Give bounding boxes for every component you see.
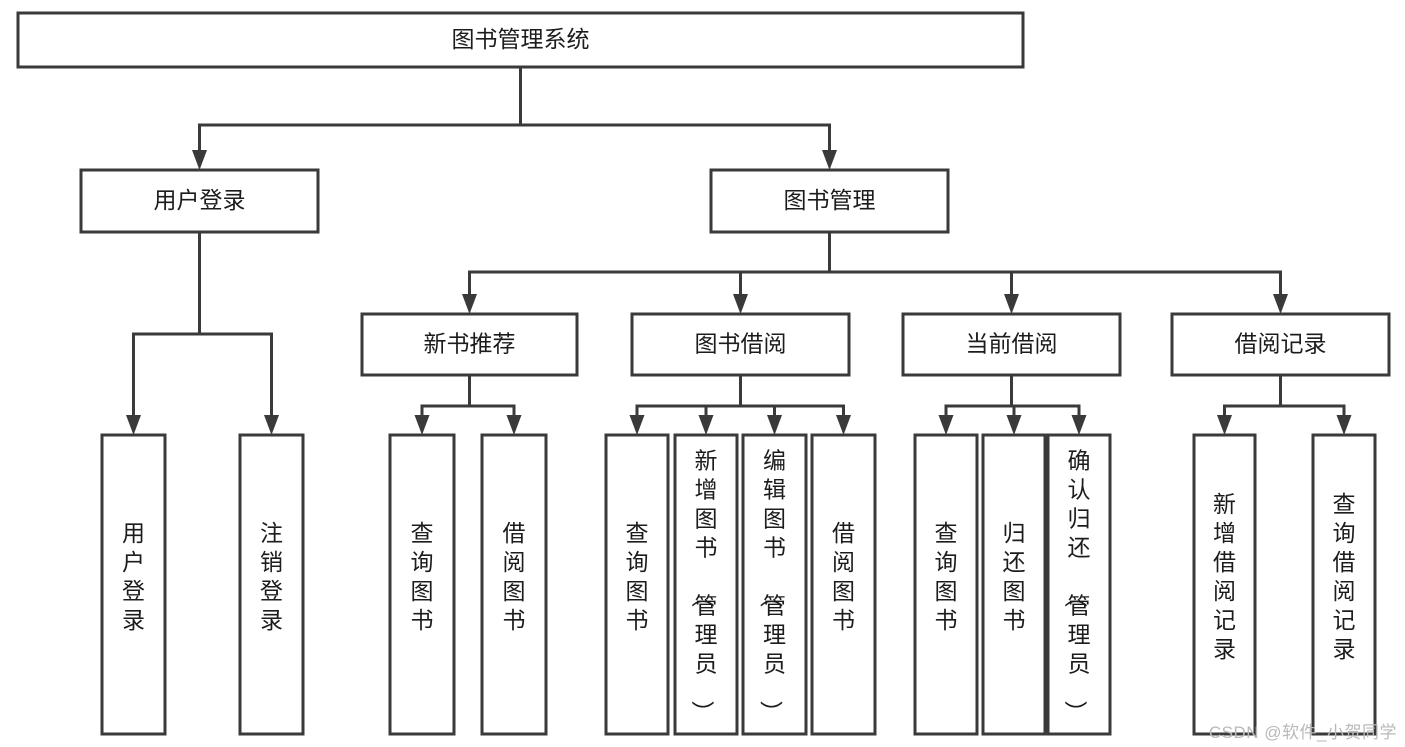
node-label-l3-2: 查询图书 (411, 520, 434, 633)
connector-l2-1-to-l3-7 (739, 375, 851, 435)
node-l3-6[interactable]: 编辑图书（管理员） (741, 433, 808, 736)
node-label-l3-10: 确认归还（管理员） (1063, 448, 1091, 724)
node-label-l1-1: 图书管理 (784, 187, 876, 213)
connector-root-to-l1-0 (192, 67, 522, 170)
node-l3-9[interactable]: 归还图书 (981, 433, 1047, 736)
node-box-l2-2[interactable] (901, 312, 1122, 377)
connector-l2-1-to-l3-5 (698, 375, 742, 435)
node-label-l3-1: 注销登录 (260, 520, 283, 633)
node-label-l3-0: 用户登录 (122, 520, 145, 633)
node-box-l3-0[interactable] (100, 433, 167, 736)
node-l3-5[interactable]: 新增图书（管理员） (673, 433, 739, 736)
node-l2-0[interactable]: 新书推荐 (360, 312, 579, 377)
node-box-l2-0[interactable] (360, 312, 579, 377)
node-box-l3-12[interactable] (1311, 433, 1377, 736)
connector-l2-0-to-l3-2 (414, 375, 471, 435)
arrow-head-icon (1006, 415, 1022, 435)
arrow-head-icon (698, 415, 714, 435)
connector-l1-1-to-l2-1 (733, 232, 831, 314)
node-l3-1[interactable]: 注销登录 (238, 433, 305, 736)
node-box-l3-9[interactable] (981, 433, 1047, 736)
connector-layer (126, 67, 1352, 435)
arrow-head-icon (629, 415, 645, 435)
arrow-head-icon (767, 415, 782, 435)
node-l1-1[interactable]: 图书管理 (709, 168, 950, 234)
node-l3-3[interactable]: 借阅图书 (480, 433, 548, 736)
node-l2-3[interactable]: 借阅记录 (1170, 312, 1391, 377)
arrow-head-icon (414, 415, 430, 435)
node-box-l3-8[interactable] (913, 433, 979, 736)
node-box-l3-10[interactable] (1046, 433, 1112, 736)
arrow-head-icon (733, 294, 748, 314)
node-box-l3-1[interactable] (238, 433, 305, 736)
arrow-head-icon (1336, 415, 1352, 435)
node-box-l3-2[interactable] (388, 433, 456, 736)
node-label-l3-9: 归还图书 (1003, 520, 1026, 633)
node-box-l3-7[interactable] (810, 433, 877, 736)
arrow-head-icon (938, 415, 954, 435)
node-label-l2-2: 当前借阅 (966, 331, 1058, 357)
node-l2-2[interactable]: 当前借阅 (901, 312, 1122, 377)
connector-l1-1-to-l2-3 (828, 232, 1288, 314)
node-box-l3-11[interactable] (1192, 433, 1257, 736)
node-label-l3-12: 查询借阅记录 (1333, 491, 1356, 662)
arrow-head-icon (506, 415, 522, 435)
node-label-l3-8: 查询图书 (935, 520, 958, 633)
node-box-l1-0[interactable] (79, 168, 320, 234)
node-label-l3-3: 借阅图书 (503, 520, 526, 633)
arrow-head-icon (192, 150, 207, 170)
node-box-l3-4[interactable] (604, 433, 670, 736)
arrow-head-icon (1071, 415, 1087, 435)
node-l3-12[interactable]: 查询借阅记录 (1311, 433, 1377, 736)
node-root[interactable]: 图书管理系统 (16, 11, 1025, 69)
node-label-l2-3: 借阅记录 (1235, 331, 1327, 357)
connector-l1-0-to-l3-1 (198, 232, 279, 435)
connector-root-to-l1-1 (519, 67, 837, 170)
node-layer: 图书管理系统用户登录图书管理新书推荐图书借阅当前借阅借阅记录用户登录注销登录查询… (16, 11, 1391, 736)
connector-l2-2-to-l3-10 (1010, 375, 1087, 435)
node-box-l3-6[interactable] (741, 433, 808, 736)
connector-l2-0-to-l3-3 (468, 375, 522, 435)
connector-l2-2-to-l3-8 (938, 375, 1013, 435)
node-label-l3-6: 编辑图书（管理员） (758, 448, 786, 724)
connector-l2-3-to-l3-12 (1279, 375, 1352, 435)
node-label-l1-0: 用户登录 (154, 187, 246, 213)
node-label-l3-5: 新增图书（管理员） (690, 448, 718, 724)
node-label-l2-0: 新书推荐 (424, 331, 516, 357)
watermark-text: CSDN @软件_小贺同学 (1208, 723, 1397, 742)
node-label-l3-11: 新增借阅记录 (1213, 491, 1236, 662)
arrow-head-icon (462, 294, 477, 314)
node-box-l2-3[interactable] (1170, 312, 1391, 377)
node-l1-0[interactable]: 用户登录 (79, 168, 320, 234)
node-l3-4[interactable]: 查询图书 (604, 433, 670, 736)
arrow-head-icon (1004, 294, 1019, 314)
connector-l2-3-to-l3-11 (1217, 375, 1282, 435)
node-label-l3-7: 借阅图书 (832, 520, 855, 633)
arrow-head-icon (126, 415, 141, 435)
arrow-head-icon (822, 150, 837, 170)
arrow-head-icon (264, 415, 279, 435)
connector-l1-0-to-l3-0 (126, 232, 201, 435)
node-box-l3-3[interactable] (480, 433, 548, 736)
node-label-l2-1: 图书借阅 (695, 331, 787, 357)
node-box-l3-5[interactable] (673, 433, 739, 736)
node-l3-7[interactable]: 借阅图书 (810, 433, 877, 736)
node-l3-0[interactable]: 用户登录 (100, 433, 167, 736)
node-label-l3-4: 查询图书 (626, 520, 649, 633)
node-l2-1[interactable]: 图书借阅 (630, 312, 851, 377)
arrow-head-icon (836, 415, 851, 435)
arrow-head-icon (1217, 415, 1232, 435)
node-l3-2[interactable]: 查询图书 (388, 433, 456, 736)
node-l3-8[interactable]: 查询图书 (913, 433, 979, 736)
node-l3-11[interactable]: 新增借阅记录 (1192, 433, 1257, 736)
node-box-l1-1[interactable] (709, 168, 950, 234)
node-label-root: 图书管理系统 (452, 26, 590, 52)
arrow-head-icon (1273, 294, 1288, 314)
node-l3-10[interactable]: 确认归还（管理员） (1046, 433, 1112, 736)
node-box-l2-1[interactable] (630, 312, 851, 377)
node-box-root[interactable] (16, 11, 1025, 69)
